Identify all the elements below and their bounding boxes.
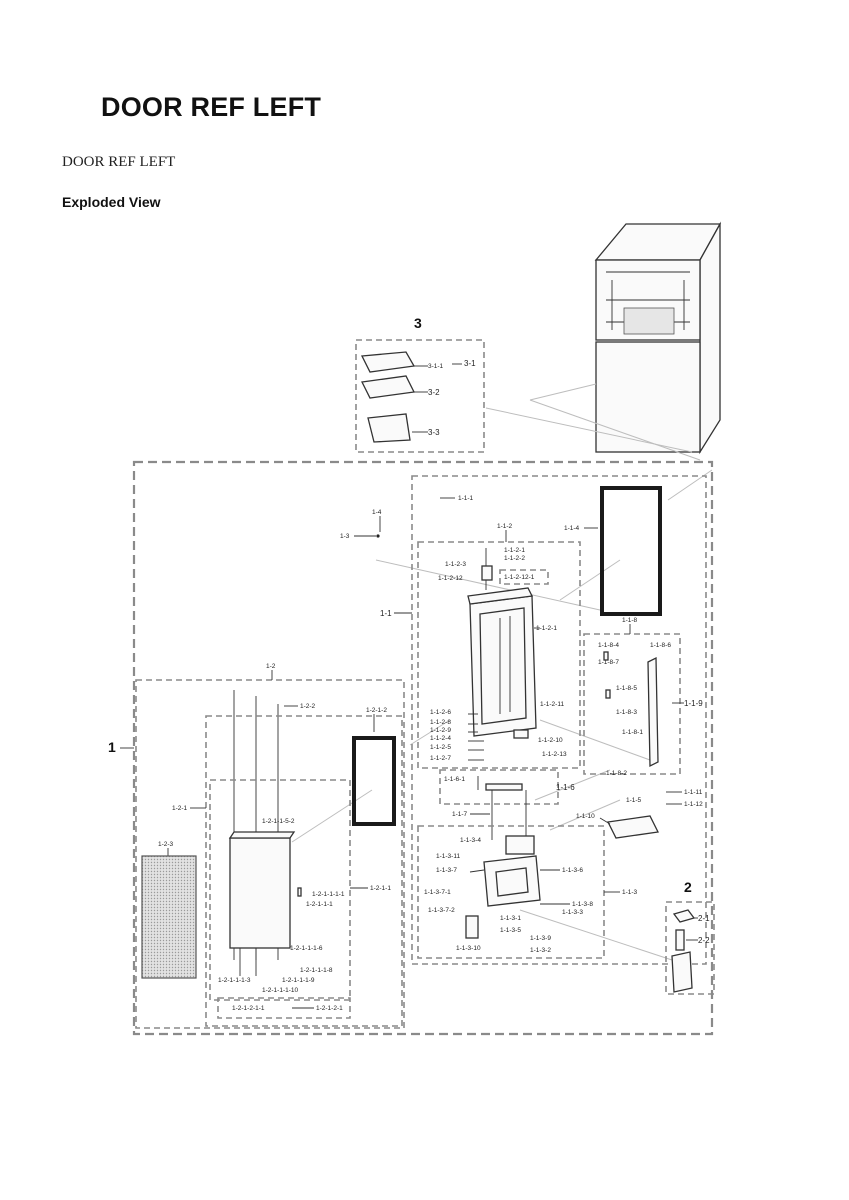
part-callout-label: 1-1-12 [684,801,703,808]
group-3: 3 3-1-1 3-1 3-2 3-3 [355,315,485,453]
part-callout-label: 1-1-2-11 [540,701,564,708]
part-callout-label: 1-1-1 [458,495,474,502]
part-callout-label: 1-1-2-1 [536,625,557,632]
part-callout-label: 1-1-2-6 [430,709,451,716]
part-callout-label: 1-1-3-10 [456,945,481,952]
part-callout-label: 1-1-2-12-1 [504,574,535,581]
part-callout-label: 1-1-3-7-2 [428,907,455,914]
part-callout-label: 1-1 [380,609,392,618]
part-callout-label: 3-3 [428,428,440,437]
part-callout-label: 1-2-2 [300,703,316,710]
part-callout-label: 1-3 [340,533,350,540]
part-callout-label: 1-1-3-3 [562,909,583,916]
part-callout-label: 1-2-1-1-1-8 [300,967,333,974]
group-1-1: 1-1-1 1-1 1-4 1-3 1-1-2 1-1-2-1 1-1-2-2 … [340,475,707,965]
part-callout-label: 1-1-3-4 [460,837,481,844]
part-callout-label: 3-1 [464,359,476,368]
part-callout-label: 1-1-10 [576,813,595,820]
part-callout-label: 1-1-2-4 [430,735,451,742]
part-callout-label: 1-1-2-12 [438,575,463,582]
part-callout-label: 1-1-3-6 [562,867,583,874]
part-callout-label: 1-1-3-5 [500,927,521,934]
part-callout-label: 1-2-1-1 [370,885,391,892]
part-callout-label: 1-2-1-1-1-3 [218,977,251,984]
part-callout-label: 1-1-2-13 [542,751,567,758]
part-callout-label: 1-1-8-1 [622,729,643,736]
part-callout-label: 1-1-8-6 [650,642,671,649]
part-callout-label: 1-2-1-1-1-10 [262,987,299,994]
section-title: Exploded View [62,194,161,210]
label-1: 1 [108,739,116,755]
refrigerator-overview [594,221,722,455]
part-callout-label: 1-1-7 [452,811,468,818]
part-callout-label: 1-1-8-2 [606,770,627,777]
part-callout-label: 1-1-2-5 [430,744,451,751]
part-callout-label: 1-2 [266,663,276,670]
part-callout-label: 1-1-8 [622,617,638,624]
part-callout-label: 1-1-2-3 [445,561,466,568]
group-1-box [132,460,714,1036]
part-callout-label: 1-1-2-2 [504,555,525,562]
part-callout-label: 1-2-1-1-5-2 [262,818,295,825]
part-callout-label: 3-1-1 [428,363,444,370]
part-callout-label: 1-1-3-7-1 [424,889,451,896]
group-2: 2 2-1 2-2 [665,879,715,995]
part-callout-label: 1-2-1-2-1-1 [232,1005,265,1012]
part-callout-label: 2-1 [698,914,710,923]
part-callout-label: 1-1-3-8 [572,901,593,908]
part-callout-label: 1-1-3-1 [500,915,521,922]
part-callout-label: 1-1-9 [684,699,703,708]
part-callout-label: 1-2-1-1-1-1 [312,891,345,898]
part-callout-label: 1-1-6-1 [444,776,465,783]
part-callout-label: 1-2-3 [158,841,174,848]
part-callout-label: 1-1-3-11 [436,853,460,860]
part-callout-label: 1-1-3 [622,889,638,896]
part-callout-label: 1-1-8-4 [598,642,619,649]
part-callout-label: 1-2-1-1-1-9 [282,977,315,984]
part-callout-label: 2 [684,879,692,895]
part-callout-label: 1-1-2-8 [430,719,451,726]
label-3: 3 [414,315,422,331]
part-callout-label: 1-2-1-2 [366,707,387,714]
part-callout-label: 1-1-2-1 [504,547,525,554]
page-subtitle: DOOR REF LEFT [62,154,176,170]
part-callout-label: 2-2 [698,936,710,945]
group-1-2: 1-2 1-2-2 1-2-3 1-2-1 1-2-1-2 1-2-1-1-5-… [135,663,405,1029]
part-callout-label: 1-1-8-3 [616,709,637,716]
part-callout-label: 1-1-2-9 [430,727,451,734]
part-callout-label: 1-1-2-10 [538,737,563,744]
part-callout-label: 1-1-2 [497,523,513,530]
part-callout-label: 1-1-3-9 [530,935,551,942]
page-title: DOOR REF LEFT [101,92,322,122]
part-callout-label: 1-2-1 [172,805,188,812]
part-callout-label: 1-1-3-7 [436,867,457,874]
part-callout-label: 3-2 [428,388,440,397]
part-callout-label: 1-1-6 [556,783,575,792]
part-callout-label: 1-4 [372,509,382,516]
part-callout-label: 1-2-1-1-1 [306,901,333,908]
part-callout-label: 1-2-1-2-1 [316,1005,343,1012]
part-callout-label: 1-1-8-5 [616,685,637,692]
part-callout-label: 1-1-3-2 [530,947,551,954]
part-callout-label: 1-1-4 [564,525,580,532]
part-callout-label: 1-1-8-7 [598,659,619,666]
part-callout-label: 1-1-11 [684,789,703,796]
part-callout-label: 1-2-1-1-1-6 [290,945,323,952]
part-callout-label: 1-1-2-7 [430,755,451,762]
part-callout-label: 1-1-5 [626,797,642,804]
